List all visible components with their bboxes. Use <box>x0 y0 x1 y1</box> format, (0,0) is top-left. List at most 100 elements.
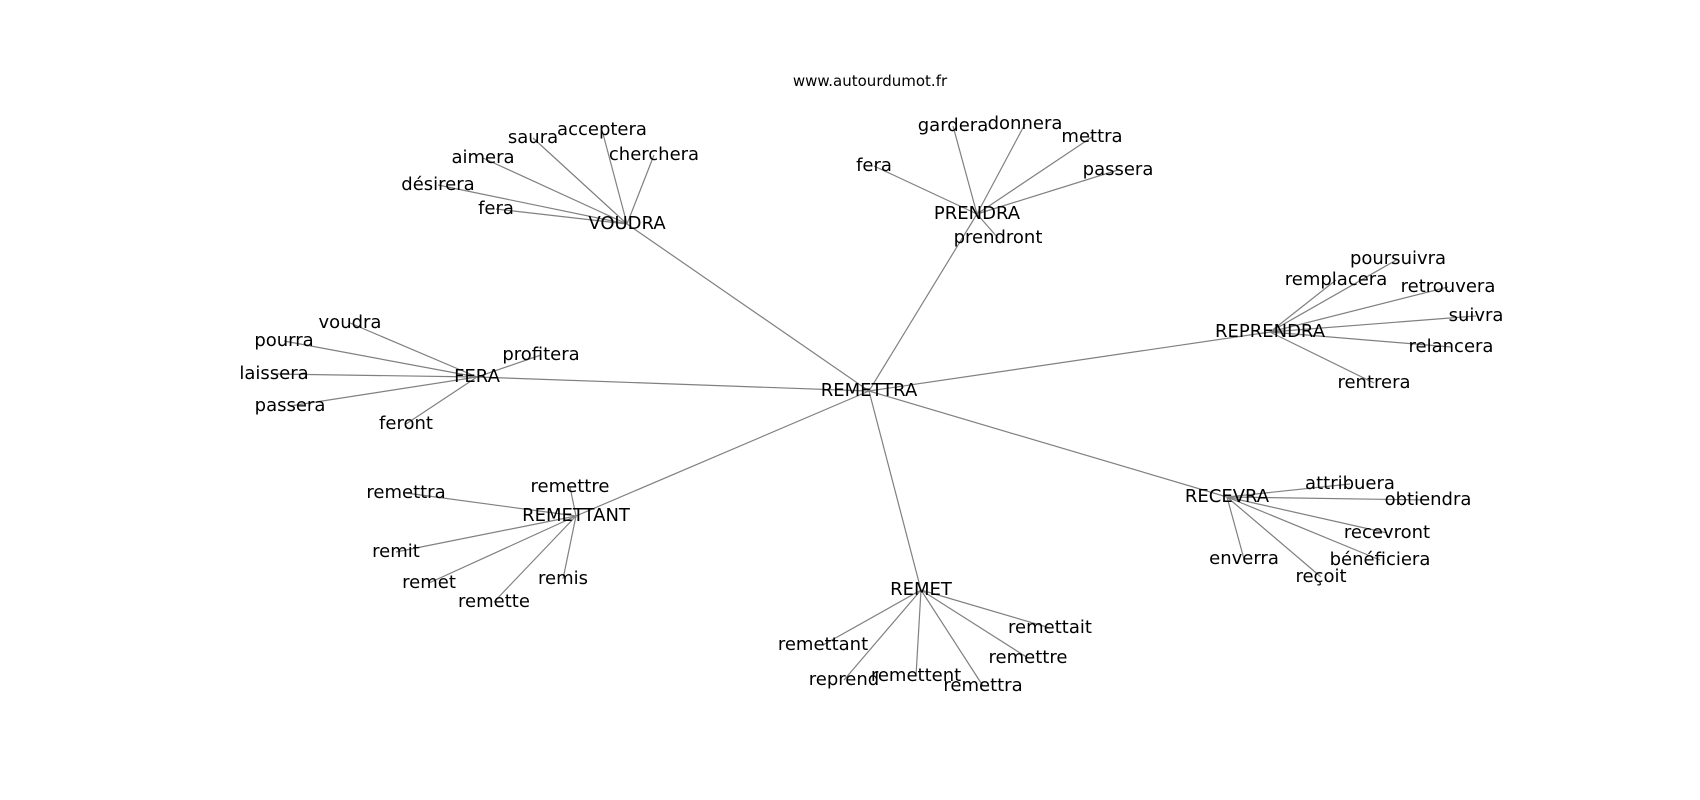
edge-leaf <box>1269 258 1399 333</box>
leaf-node-label: passera <box>1083 159 1154 180</box>
leaf-node-label: remettait <box>1008 617 1092 638</box>
leaf-node-label: passera <box>255 395 326 416</box>
hub-node-label: FERA <box>454 366 501 387</box>
leaf-node-label: donnera <box>988 113 1063 134</box>
edge-leaf <box>1226 483 1351 498</box>
leaf-node-label: enverra <box>1209 548 1279 569</box>
leaf-node-label: reprend <box>809 669 879 690</box>
leaf-node-label: saura <box>508 127 558 148</box>
edge-leaf <box>532 137 628 225</box>
edges <box>273 123 1477 687</box>
leaf-node-label: remettent <box>871 665 961 686</box>
edge-leaf <box>428 515 577 584</box>
hub-node-label: REMET <box>890 579 953 600</box>
hub-node-label: VOUDRA <box>588 213 666 234</box>
edge-leaf <box>1269 331 1375 384</box>
leaf-node-label: pourra <box>254 330 313 351</box>
leaf-node-label: relancera <box>1409 336 1494 357</box>
edge-leaf <box>493 515 577 603</box>
hub-node-label: RECEVRA <box>1185 486 1270 507</box>
edge-center-voudra <box>626 223 870 392</box>
edge-leaf <box>405 376 478 425</box>
edge-leaf <box>976 136 1093 215</box>
edge-center-recevra <box>868 390 1228 498</box>
leaf-node-label: désirera <box>401 174 474 195</box>
edge-leaf <box>482 157 628 225</box>
center-node-label: REMETTRA <box>821 380 918 401</box>
leaf-node-label: remettre <box>531 476 610 497</box>
edge-leaf <box>349 322 478 378</box>
leaf-node-label: remet <box>402 572 456 593</box>
edge-leaf <box>1269 331 1452 348</box>
leaf-node-label: remplacera <box>1285 269 1387 290</box>
edge-leaf <box>273 373 478 378</box>
leaf-node-label: laissera <box>239 363 308 384</box>
edge-leaf <box>976 169 1119 215</box>
leaf-node-label: mettra <box>1061 126 1122 147</box>
edge-center-prendra <box>868 213 978 392</box>
source-url: www.autourdumot.fr <box>792 72 948 90</box>
edge-leaf <box>289 376 478 407</box>
edge-leaf <box>476 354 542 378</box>
leaf-node-label: voudra <box>319 312 382 333</box>
edge-leaf <box>405 492 577 517</box>
edge-leaf <box>1269 315 1477 333</box>
leaf-node-label: rentrera <box>1337 372 1410 393</box>
edge-leaf <box>952 125 978 215</box>
edge-leaf <box>569 486 577 517</box>
leaf-node-label: prendront <box>954 227 1043 248</box>
leaf-node-label: remette <box>458 591 530 612</box>
leaf-node-label: obtiendra <box>1385 489 1472 510</box>
leaf-node-label: cherchera <box>609 144 699 165</box>
edge-leaf <box>976 123 1026 215</box>
edge-center-remet <box>868 390 922 591</box>
leaf-node-label: remit <box>372 541 420 562</box>
edge-center-remettant <box>575 390 870 517</box>
edge-leaf <box>395 515 577 553</box>
leaf-node-label: attribuera <box>1305 473 1395 494</box>
leaf-node-label: fera <box>856 155 892 176</box>
edge-leaf <box>437 184 628 225</box>
leaf-node-label: poursuivra <box>1350 248 1446 269</box>
edge-leaf <box>1269 279 1337 333</box>
edge-leaf <box>562 515 577 580</box>
leaf-node-label: bénéficiera <box>1330 549 1431 570</box>
edge-leaf <box>1226 496 1381 561</box>
leaf-node-label: aimera <box>451 147 514 168</box>
edge-leaf <box>1226 496 1388 534</box>
leaf-node-label: retrouvera <box>1401 276 1496 297</box>
leaf-node-label: remettant <box>778 634 868 655</box>
edge-leaf <box>920 589 984 687</box>
leaf-node-label: reçoit <box>1295 566 1346 587</box>
leaf-node-label: gardera <box>918 115 988 136</box>
edge-leaf <box>626 154 655 225</box>
edge-leaf <box>495 208 628 225</box>
edge-leaf <box>915 589 922 677</box>
leaf-node-label: remettra <box>366 482 445 503</box>
edge-center-reprendra <box>868 331 1271 392</box>
leaf-node-label: remis <box>538 568 588 589</box>
leaf-node-label: remettre <box>989 647 1068 668</box>
leaf-node-label: feront <box>379 413 433 434</box>
edge-leaf <box>1269 286 1449 333</box>
edge-leaf <box>843 589 922 681</box>
edge-center-fera <box>476 376 870 392</box>
edge-leaf <box>822 589 922 646</box>
edge-leaf <box>873 165 978 215</box>
edge-leaf <box>920 589 1051 629</box>
edge-leaf <box>976 213 999 239</box>
edge-leaf <box>601 129 628 225</box>
edge-leaf <box>283 340 478 378</box>
leaf-node-label: profitera <box>502 344 579 365</box>
hub-node-label: REMETTANT <box>522 505 631 526</box>
leaf-node-label: acceptera <box>557 119 647 140</box>
edge-leaf <box>920 589 1029 659</box>
leaf-node-label: fera <box>478 198 514 219</box>
edge-leaf <box>1226 496 1245 560</box>
leaf-node-label: suivra <box>1449 305 1504 326</box>
hub-node-label: PRENDRA <box>934 203 1021 224</box>
edge-leaf <box>1226 496 1429 501</box>
edge-leaf <box>1226 496 1322 578</box>
